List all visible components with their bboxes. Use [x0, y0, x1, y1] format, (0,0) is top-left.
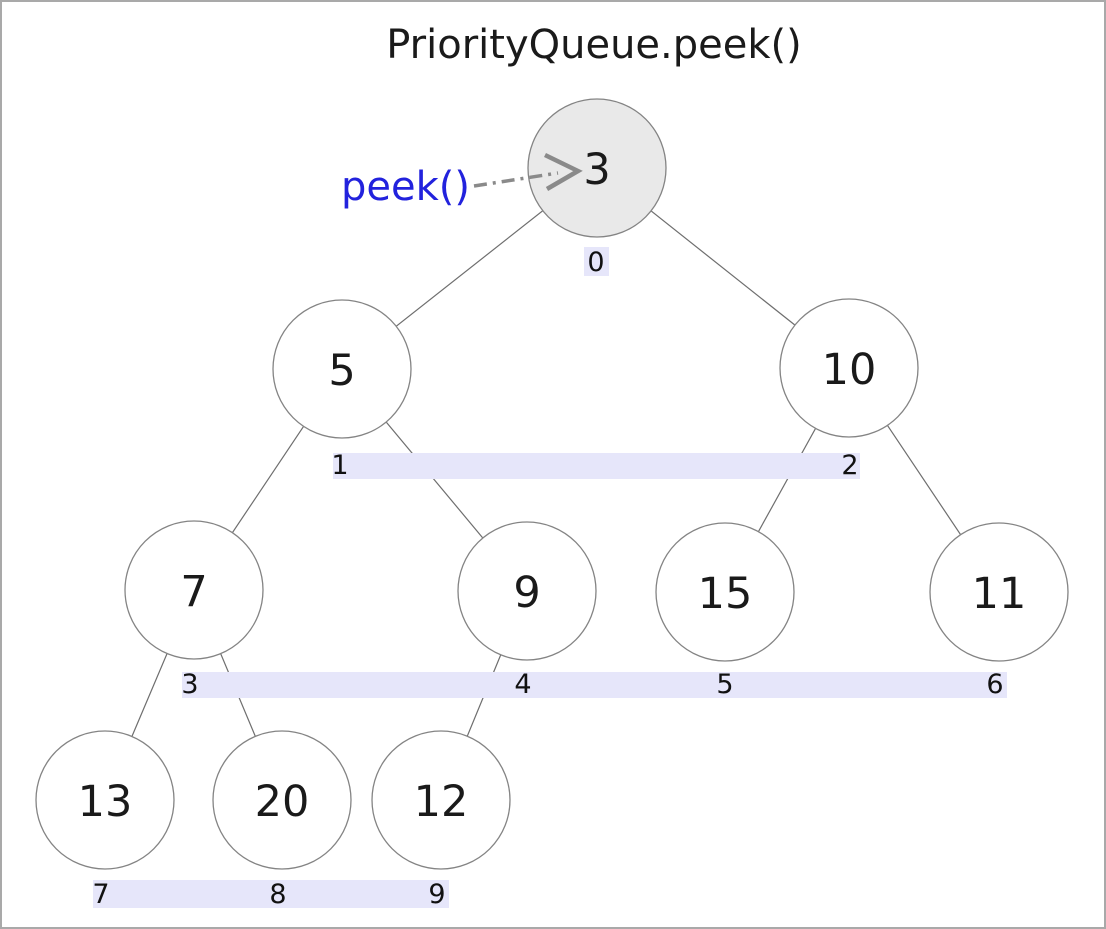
- index-label-9: 9: [428, 879, 445, 910]
- node-value-5: 5: [328, 346, 355, 396]
- figure-title: PriorityQueue.peek(): [386, 22, 801, 68]
- peek-annotation: peek(): [341, 152, 583, 210]
- node-value-20: 20: [255, 777, 310, 827]
- node-value-10: 10: [822, 345, 877, 395]
- node-circle-3: [527, 98, 667, 238]
- index-strips: 0 1 2 3 4 5 6 7 8 9: [92, 247, 1007, 910]
- index-label-0: 0: [587, 247, 604, 278]
- node-value-12: 12: [414, 777, 469, 827]
- peek-label: peek(): [341, 164, 470, 210]
- index-strip-level-0: [584, 247, 609, 276]
- index-label-2: 2: [841, 450, 858, 481]
- node-circle-12: [371, 730, 511, 870]
- index-label-7: 7: [92, 879, 109, 910]
- index-strip-level-3: [93, 880, 449, 908]
- node-value-3: 3: [583, 145, 610, 195]
- index-strip-level-1: [333, 453, 860, 479]
- node-circle-9: [457, 521, 597, 661]
- node-value-11: 11: [972, 569, 1027, 619]
- node-value-9: 9: [513, 568, 540, 618]
- node-circle-10: [779, 298, 919, 438]
- peek-arrowhead-icon: [544, 152, 583, 191]
- index-label-6: 6: [986, 669, 1003, 700]
- node-value-7: 7: [180, 567, 207, 617]
- index-label-5: 5: [716, 669, 733, 700]
- node-circle-5: [272, 299, 412, 439]
- node-value-15: 15: [698, 569, 753, 619]
- index-label-4: 4: [514, 669, 531, 700]
- node-circle-20: [212, 730, 352, 870]
- index-strip-level-2: [182, 672, 1007, 698]
- node-circle-11: [929, 522, 1069, 662]
- index-label-8: 8: [269, 879, 286, 910]
- node-circle-15: [655, 522, 795, 662]
- index-label-1: 1: [331, 450, 348, 481]
- tree-nodes: 3 5 10 7 9 15 11 13 20 12: [35, 98, 1069, 870]
- tree-edges: [104, 167, 1000, 801]
- node-circle-13: [35, 730, 175, 870]
- index-label-3: 3: [181, 669, 198, 700]
- node-circle-7: [124, 520, 264, 660]
- node-value-13: 13: [78, 777, 133, 827]
